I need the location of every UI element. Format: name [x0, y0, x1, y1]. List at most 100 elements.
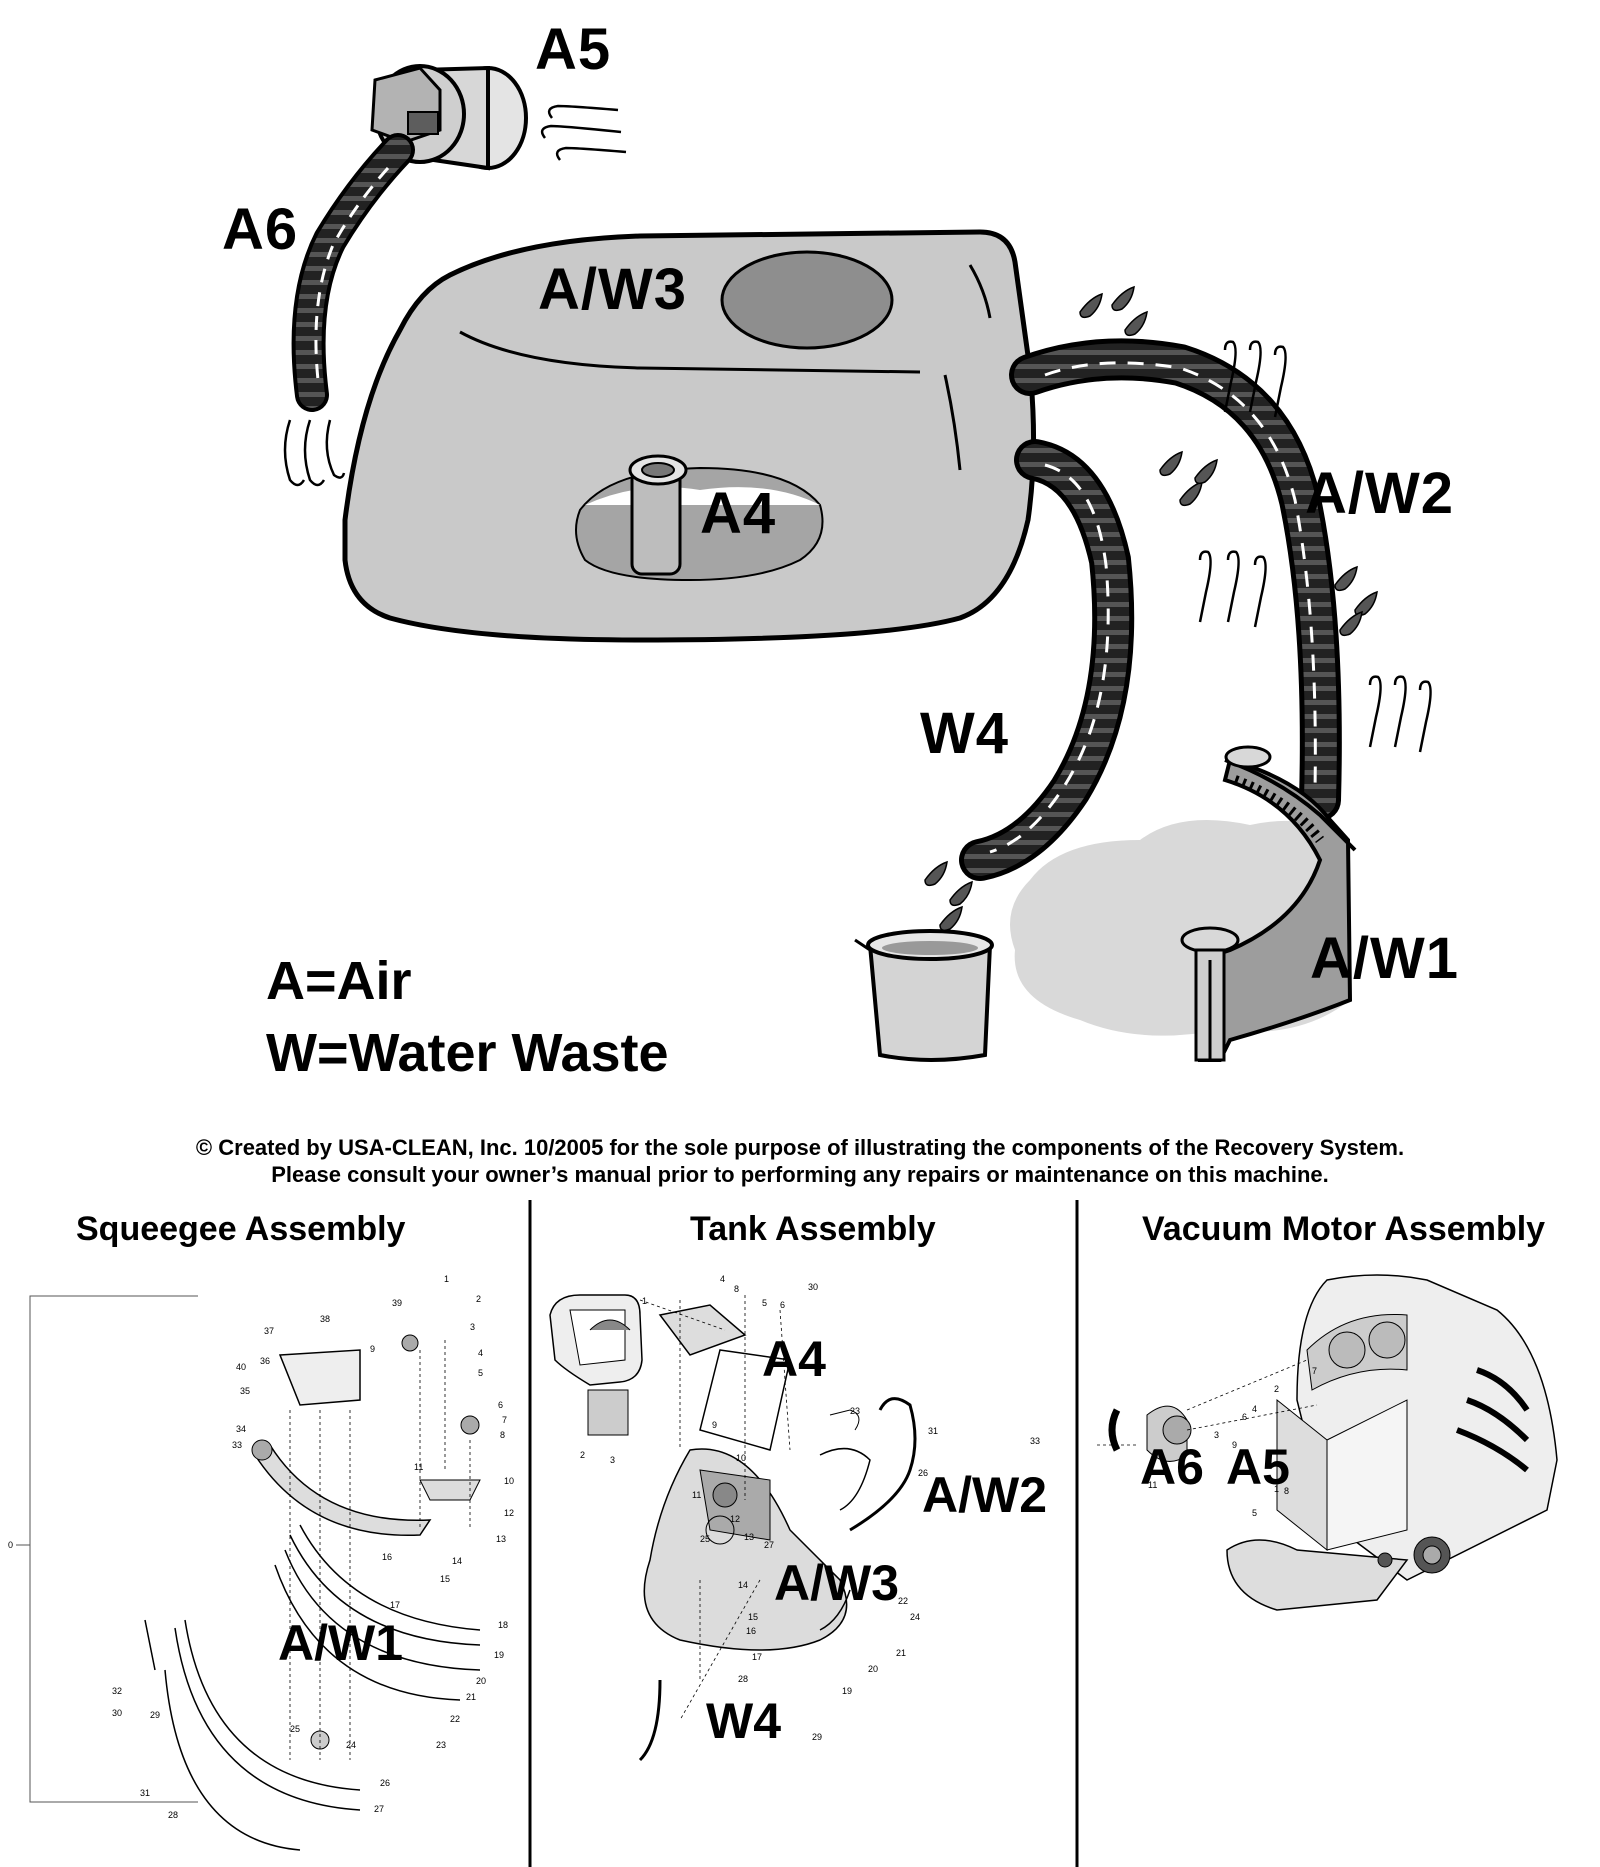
tk-part-8: 8 — [734, 1284, 740, 1294]
tk-part-24: 24 — [910, 1612, 921, 1622]
tank-exploded-view — [549, 1294, 917, 1762]
sq-part-35: 35 — [240, 1386, 251, 1396]
tk-part-27: 27 — [764, 1540, 775, 1550]
copyright-line-1: © Created by USA-CLEAN, Inc. 10/2005 for… — [195, 1135, 1405, 1160]
sq-part-21: 21 — [466, 1692, 477, 1702]
tk-part-25: 25 — [700, 1534, 711, 1544]
tk-part-28: 28 — [738, 1674, 749, 1684]
tk-part-14: 14 — [738, 1580, 749, 1590]
vm-part-1: 1 — [1274, 1484, 1280, 1494]
water-droplets — [924, 285, 1378, 932]
sq-part-28: 28 — [168, 1810, 179, 1820]
tk-part-12: 12 — [730, 1514, 741, 1524]
copyright-line-2: Please consult your owner’s manual prior… — [271, 1162, 1329, 1187]
label-a5: A5 — [535, 17, 612, 82]
tk-part-9: 9 — [712, 1420, 718, 1430]
tk-part-19: 19 — [842, 1686, 853, 1696]
sq-part-11: 11 — [414, 1462, 424, 1472]
sq-part-19: 19 — [494, 1650, 505, 1660]
sq-part-33: 33 — [232, 1440, 243, 1450]
sq-part-24: 24 — [346, 1740, 357, 1750]
vacuum-exploded-view — [1097, 1274, 1558, 1611]
vm-part-9: 9 — [1232, 1440, 1238, 1450]
sq-part-16: 16 — [382, 1552, 393, 1562]
sq-part-20: 20 — [476, 1676, 487, 1686]
sq-part-23: 23 — [436, 1740, 447, 1750]
bucket — [854, 929, 994, 1062]
sq-part-39: 39 — [392, 1298, 403, 1308]
sq-part-4: 4 — [478, 1348, 484, 1358]
sq-part-25: 25 — [290, 1724, 301, 1734]
vm-part-6: 6 — [1242, 1412, 1248, 1422]
sq-part-2: 2 — [476, 1294, 482, 1304]
label-aw3: A/W3 — [538, 257, 687, 322]
label-aw1: A/W1 — [1310, 926, 1459, 991]
sq-part-5: 5 — [478, 1368, 484, 1378]
sq-part-34: 34 — [236, 1424, 247, 1434]
sq-part-27: 27 — [374, 1804, 385, 1814]
sq-part-7: 7 — [502, 1415, 508, 1425]
sq-part-26: 26 — [380, 1778, 391, 1788]
sq-part-9: 9 — [370, 1344, 376, 1354]
sq-part-12: 12 — [504, 1508, 515, 1518]
tk-part-11: 11 — [692, 1490, 702, 1500]
recovery-tank — [342, 229, 1037, 643]
label-w4: W4 — [920, 701, 1009, 766]
sq-part-36: 36 — [260, 1356, 271, 1366]
label-a4: A4 — [700, 481, 777, 546]
vm-part-5: 5 — [1252, 1508, 1258, 1518]
sq-part-38: 38 — [320, 1314, 331, 1324]
squeegee-axis-zero: 0 — [8, 1540, 14, 1550]
tk-part-30: 30 — [808, 1282, 819, 1292]
tk-part-13: 13 — [744, 1532, 755, 1542]
filter-a4 — [628, 454, 688, 576]
tk-part-2: 2 — [580, 1450, 586, 1460]
tank-lid-port — [720, 250, 894, 350]
recovery-system-illustration — [283, 64, 1432, 1062]
sq-part-6: 6 — [498, 1400, 504, 1410]
sq-part-14: 14 — [452, 1556, 463, 1566]
vacuum-marker-a6: A6 — [1140, 1439, 1204, 1495]
sq-part-32: 32 — [112, 1686, 123, 1696]
sq-part-40: 40 — [236, 1362, 247, 1372]
squeegee-exploded-view — [16, 1295, 481, 1851]
tk-part-29: 29 — [812, 1732, 823, 1742]
air-swirls — [283, 104, 1432, 753]
tk-part-23: 23 — [850, 1406, 861, 1416]
tk-part-17: 17 — [752, 1652, 763, 1662]
sq-part-37: 37 — [264, 1326, 275, 1336]
tk-part-5: 5 — [762, 1298, 768, 1308]
tk-part-33: 33 — [1030, 1436, 1041, 1446]
vacuum-panel-title: Vacuum Motor Assembly — [1142, 1210, 1546, 1248]
sq-part-17: 17 — [390, 1600, 401, 1610]
tank-marker-a4: A4 — [762, 1331, 826, 1387]
vm-part-7: 7 — [1312, 1366, 1318, 1376]
tk-part-26: 26 — [918, 1468, 929, 1478]
sq-part-3: 3 — [470, 1322, 476, 1332]
vm-part-11: 11 — [1148, 1480, 1158, 1490]
tank-panel-title: Tank Assembly — [690, 1210, 936, 1248]
sq-part-18: 18 — [498, 1620, 509, 1630]
tk-part-3: 3 — [610, 1455, 616, 1465]
sq-part-13: 13 — [496, 1534, 507, 1544]
vacuum-marker-a5: A5 — [1226, 1439, 1290, 1495]
squeegee-panel-title: Squeegee Assembly — [76, 1210, 406, 1248]
tank-marker-aw2: A/W2 — [922, 1467, 1047, 1523]
sq-part-1: 1 — [444, 1274, 450, 1284]
squeegee-aw1 — [1180, 745, 1357, 1062]
tk-part-1: 1 — [642, 1296, 648, 1306]
vm-part-3: 3 — [1214, 1430, 1220, 1440]
tank-marker-aw3: A/W3 — [774, 1555, 899, 1611]
vm-part-4: 4 — [1252, 1404, 1258, 1414]
tank-marker-w4: W4 — [706, 1693, 781, 1749]
vm-part-2: 2 — [1274, 1384, 1280, 1394]
label-aw2: A/W2 — [1305, 461, 1454, 526]
sq-part-30: 30 — [112, 1708, 123, 1718]
tk-part-20: 20 — [868, 1664, 879, 1674]
legend-air: A=Air — [266, 951, 412, 1011]
sq-part-31: 31 — [140, 1788, 151, 1798]
tk-part-31: 31 — [928, 1426, 939, 1436]
sq-part-10: 10 — [504, 1476, 515, 1486]
sq-part-15: 15 — [440, 1574, 451, 1584]
tk-part-10: 10 — [736, 1453, 747, 1463]
